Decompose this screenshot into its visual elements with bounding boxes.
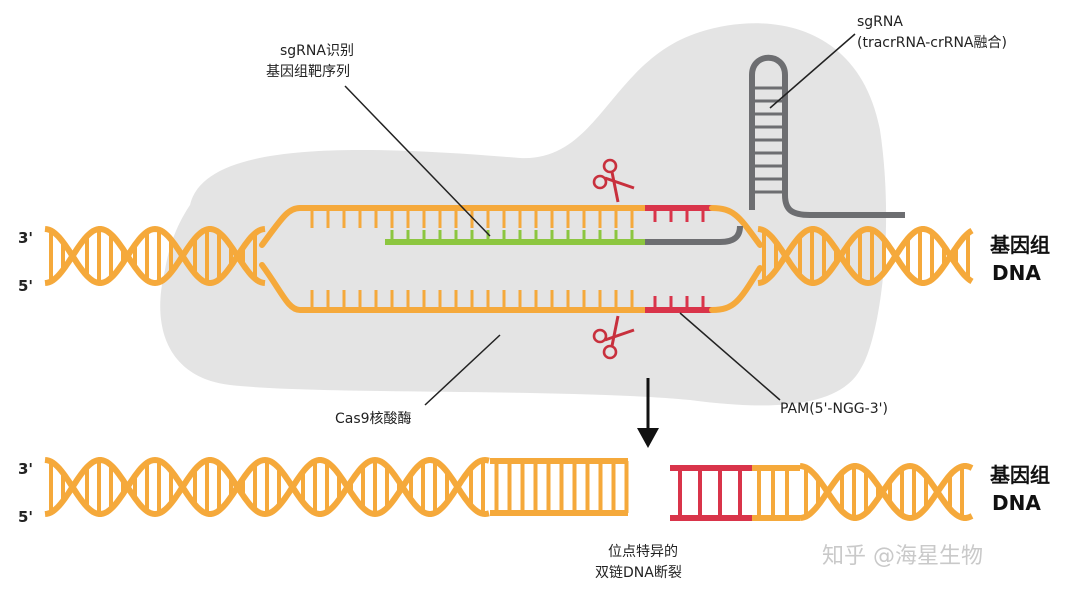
dna-strand bbox=[44, 457, 490, 518]
strand-label-5prime-bottom: 5' bbox=[18, 508, 33, 526]
dna-strand bbox=[44, 225, 266, 286]
label-sgrna-fusion-2: (tracrRNA-crRNA融合) bbox=[857, 35, 1007, 51]
callout-line-cas9 bbox=[424, 334, 501, 406]
sgrna-scaffold-strand bbox=[645, 225, 743, 245]
cleaved-dna-ladder-left bbox=[490, 458, 629, 516]
cleaved-dna-helix-left bbox=[44, 456, 490, 518]
cas9-protein-shape bbox=[160, 23, 887, 406]
strand-label-3prime-top: 3' bbox=[18, 229, 33, 247]
callout-line-sgrna-recognize bbox=[344, 85, 491, 237]
dna-strand bbox=[44, 226, 266, 287]
label-break-2: 双链DNA断裂 bbox=[595, 565, 682, 581]
dna-strand bbox=[799, 462, 974, 521]
label-pam: PAM(5'-NGG-3') bbox=[780, 401, 888, 417]
dna-open-bubble bbox=[259, 54, 905, 313]
dna-helix-right bbox=[757, 225, 974, 287]
dna-helices bbox=[44, 225, 974, 522]
top-strand-bubble-right bbox=[709, 205, 763, 248]
label-sgrna-recognize-1: sgRNA识别 bbox=[280, 43, 354, 59]
strand-label-5prime-top: 5' bbox=[18, 277, 33, 295]
watermark: 知乎 @海星生物 bbox=[822, 544, 983, 569]
scissors-icon bbox=[592, 158, 635, 203]
cleaved-dna-helix-right bbox=[799, 462, 974, 522]
cleaved-dna-ladder-right bbox=[752, 465, 800, 521]
top-strand-bubble bbox=[259, 205, 648, 248]
scissors-icon bbox=[592, 315, 635, 360]
dna-helix-left bbox=[44, 225, 266, 287]
dna-strand bbox=[44, 456, 490, 517]
callout-line-sgrna-fusion bbox=[769, 33, 856, 109]
label-sgrna-fusion-1: sgRNA bbox=[857, 14, 903, 30]
sgrna-hairpin bbox=[749, 54, 905, 218]
label-break-1: 位点特异的 bbox=[608, 544, 678, 560]
label-genome-top-1: 基因组 bbox=[990, 233, 1050, 257]
strand-label-3prime-bottom: 3' bbox=[18, 460, 33, 478]
dna-strand bbox=[757, 225, 974, 286]
label-genome-top-2: DNA bbox=[992, 261, 1041, 285]
label-genome-bottom-2: DNA bbox=[992, 491, 1041, 515]
label-genome-bottom-1: 基因组 bbox=[990, 463, 1050, 487]
dna-strand bbox=[757, 226, 974, 287]
label-cas9: Cas9核酸酶 bbox=[335, 411, 412, 427]
arrow-down-icon bbox=[637, 378, 659, 448]
label-sgrna-recognize-2: 基因组靶序列 bbox=[266, 63, 350, 80]
callout-line-pam bbox=[679, 312, 781, 401]
bottom-strand-bubble-right bbox=[709, 265, 763, 313]
cleaved-pam-ladder bbox=[670, 465, 752, 521]
bottom-strand-bubble bbox=[259, 262, 648, 313]
